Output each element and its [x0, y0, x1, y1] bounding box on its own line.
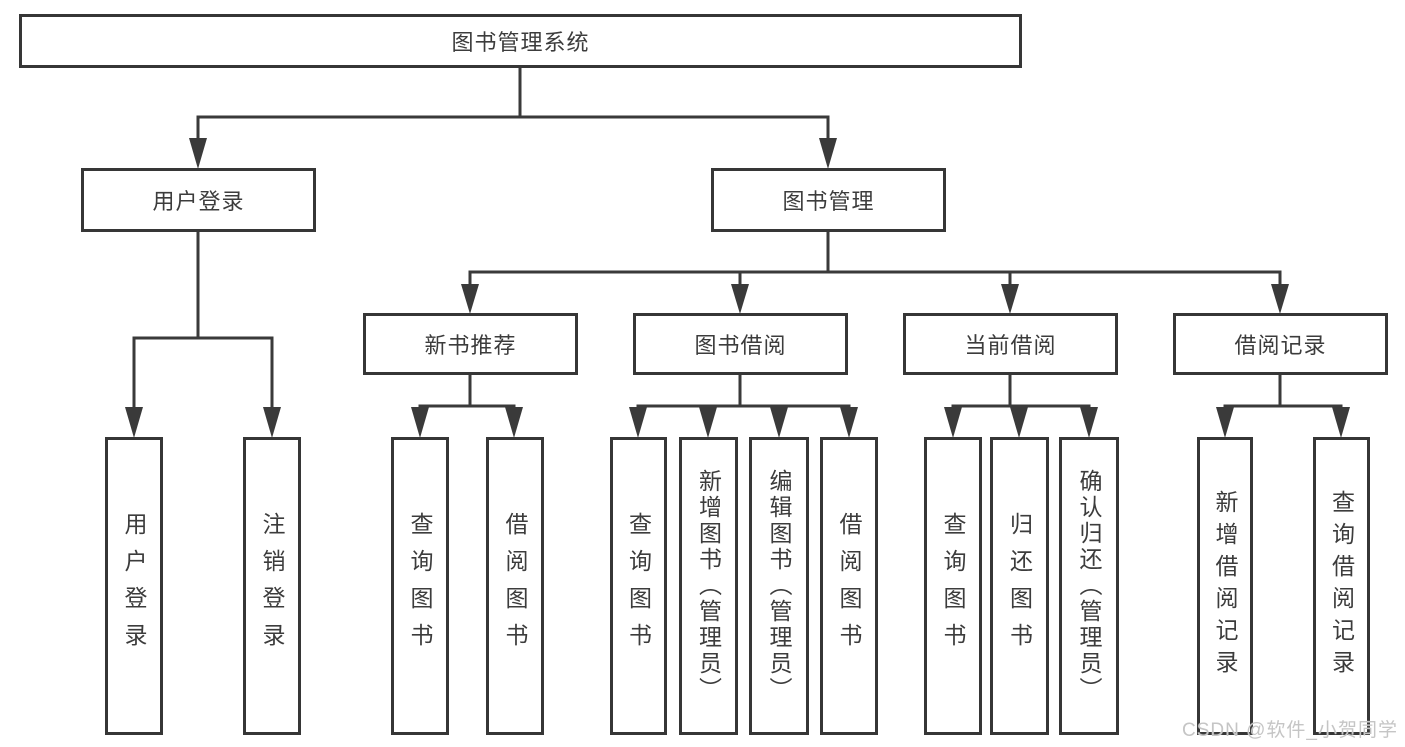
node-label: 查询图书 [940, 512, 966, 660]
node-label: 新增借阅记录 [1212, 490, 1238, 682]
node-label: 查询借阅记录 [1328, 490, 1355, 682]
connector-book-management-to-level3 [468, 232, 1282, 287]
csdn-watermark: CSDN @软件_小贺同学 [1182, 720, 1398, 741]
node-label: 编辑图书（管理员） [766, 469, 792, 703]
node-label: 新书推荐 [424, 333, 517, 358]
leaf-logout: 注销登录 [243, 437, 301, 735]
leaf-borrowing-query-books: 查询图书 [610, 437, 667, 735]
node-label: 当前借阅 [964, 333, 1057, 358]
leaf-confirm-return-admin: 确认归还（管理员） [1059, 437, 1119, 735]
node-label: 借阅记录 [1234, 333, 1327, 358]
leaf-add-borrowing-record: 新增借阅记录 [1197, 437, 1253, 735]
connector-book-borrowing-to-leaves [636, 375, 851, 410]
node-label: 图书管理 [782, 189, 875, 214]
arrowheads [125, 138, 1350, 438]
leaf-recommendation-query-books: 查询图书 [391, 437, 449, 735]
leaf-edit-books-admin: 编辑图书（管理员） [749, 437, 809, 735]
leaf-borrowing-borrow-books: 借阅图书 [820, 437, 878, 735]
node-root-library-management-system: 图书管理系统 [19, 14, 1022, 68]
node-book-management: 图书管理 [711, 168, 946, 232]
node-label: 图书借阅 [694, 333, 787, 358]
arrowhead-icon [461, 284, 479, 314]
arrowhead-icon [840, 407, 858, 438]
arrowhead-icon [944, 407, 962, 438]
node-new-book-recommendation: 新书推荐 [363, 313, 578, 375]
node-current-borrowing: 当前借阅 [903, 313, 1118, 375]
arrowhead-icon [189, 138, 207, 169]
connector-borrowing-records-to-leaves [1223, 375, 1343, 410]
node-label: 新增图书（管理员） [695, 469, 722, 703]
node-label: 用户登录 [152, 189, 245, 214]
arrowhead-icon [629, 407, 647, 438]
leaf-current-query-books: 查询图书 [924, 437, 982, 735]
leaf-add-books-admin: 新增图书（管理员） [679, 437, 738, 735]
arrowhead-icon [770, 407, 788, 438]
arrowhead-icon [699, 407, 717, 438]
leaf-query-borrowing-record: 查询借阅记录 [1313, 437, 1370, 735]
node-user-login: 用户登录 [81, 168, 316, 232]
leaf-recommendation-borrow-books: 借阅图书 [486, 437, 544, 735]
connector-paths [132, 68, 1343, 410]
connector-new-recommendation-to-leaves [418, 375, 516, 410]
node-label: 注销登录 [259, 512, 285, 660]
node-label: 图书管理系统 [451, 30, 590, 55]
node-label: 确认归还（管理员） [1076, 469, 1102, 703]
connector-current-borrowing-to-leaves [951, 375, 1091, 410]
node-label: 用户登录 [121, 512, 147, 660]
arrowhead-icon [1001, 284, 1019, 314]
node-label: 借阅图书 [836, 512, 862, 660]
leaf-return-books: 归还图书 [990, 437, 1049, 735]
arrowhead-icon [1271, 284, 1289, 314]
arrowhead-icon [1080, 407, 1098, 438]
arrowhead-icon [263, 407, 281, 438]
node-label: 查询图书 [625, 512, 652, 660]
arrowhead-icon [125, 407, 143, 438]
node-label: 归还图书 [1006, 512, 1033, 660]
node-borrowing-records: 借阅记录 [1173, 313, 1388, 375]
node-label: 查询图书 [407, 512, 433, 660]
arrowhead-icon [1010, 407, 1028, 438]
arrowhead-icon [1332, 407, 1350, 438]
arrowhead-icon [731, 284, 749, 314]
connector-user-login-to-leaves [132, 232, 274, 410]
arrowhead-icon [1216, 407, 1234, 438]
node-label: 借阅图书 [502, 512, 528, 660]
leaf-user-login: 用户登录 [105, 437, 163, 735]
arrowhead-icon [411, 407, 429, 438]
arrowhead-icon [819, 138, 837, 169]
arrowhead-icon [505, 407, 523, 438]
node-book-borrowing: 图书借阅 [633, 313, 848, 375]
connector-root-to-level2 [196, 68, 830, 141]
